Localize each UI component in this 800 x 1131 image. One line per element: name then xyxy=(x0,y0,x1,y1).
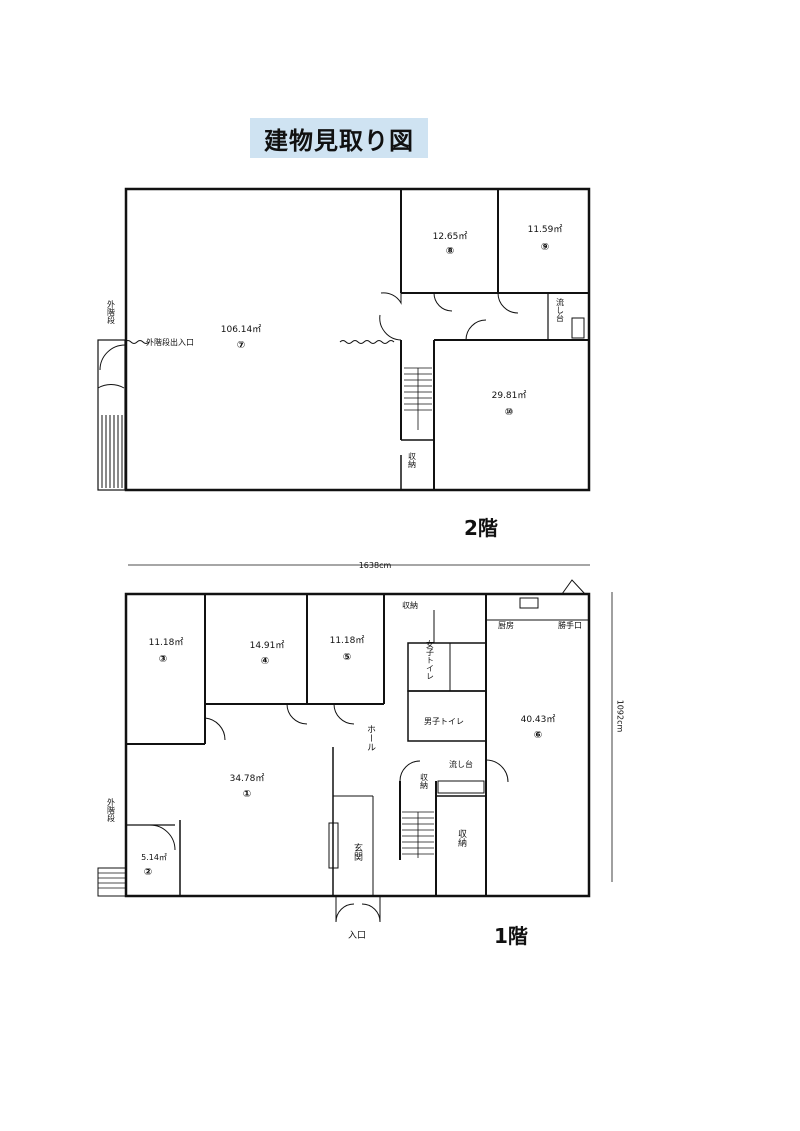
mens-toilet-label: 男子トイレ xyxy=(424,717,464,726)
sink-fixture xyxy=(571,317,585,339)
partition-line xyxy=(124,340,150,344)
shoe-cabinet xyxy=(328,822,339,869)
door-swing xyxy=(379,314,402,341)
floor1-label: 1階 xyxy=(494,924,528,948)
room-area: 34.78㎡ xyxy=(230,773,265,784)
door-swing xyxy=(433,292,453,312)
room-number: ② xyxy=(144,867,152,878)
room-area: 5.14㎡ xyxy=(141,853,167,862)
room-number: ⑧ xyxy=(446,246,454,257)
floor2-plan xyxy=(97,187,591,492)
ext-stairs-entry-label: 外階段出入口 xyxy=(146,337,194,347)
door-swing xyxy=(380,292,402,305)
womens-toilet xyxy=(407,642,487,692)
floor2-outline xyxy=(124,187,591,492)
back-door-swing xyxy=(561,579,586,595)
room-number: ⑩ xyxy=(505,407,513,418)
door-swing xyxy=(485,759,509,783)
floor1-labels: 1638cm 1092cm 34.78㎡ ① 5.14㎡ ② 11.18㎡ ③ … xyxy=(107,561,625,941)
entrance-label: 玄関 xyxy=(352,842,363,862)
entry-label: 入口 xyxy=(348,930,366,941)
ext-stairs-label: 外階段 xyxy=(107,299,116,325)
kitchen-label: 厨房 xyxy=(498,620,514,630)
ext-door-swing xyxy=(99,344,126,371)
ext-stair-treads-1f xyxy=(98,872,126,889)
ext-stairs-label-1f: 外階段 xyxy=(107,797,116,823)
room-area: 11.59㎡ xyxy=(528,224,563,235)
ext-stair-treads xyxy=(101,415,123,488)
hall-label: ホール xyxy=(365,724,376,751)
room-number: ③ xyxy=(159,654,167,665)
room-number: ⑦ xyxy=(237,340,245,351)
kitchen-counter xyxy=(519,597,539,609)
entry-door-swing xyxy=(335,896,381,923)
mens-toilet xyxy=(407,690,487,742)
floor1-stairs xyxy=(402,811,434,858)
door-swing xyxy=(497,292,519,314)
ext-stair-box xyxy=(97,339,126,491)
storage-label: 収納 xyxy=(408,451,417,469)
room-number: ⑥ xyxy=(534,730,542,741)
sink-label-1f: 流し台 xyxy=(449,759,473,769)
room-number: ⑨ xyxy=(541,242,549,253)
width-dimension: 1638cm xyxy=(359,561,392,570)
partition-line xyxy=(339,340,395,344)
room-area: 12.65㎡ xyxy=(433,231,468,242)
floor2-label: 2階 xyxy=(464,516,498,540)
floor2-labels: 106.14㎡ ⑦ 12.65㎡ ⑧ 11.59㎡ ⑨ 29.81㎡ ⑩ 外階段… xyxy=(107,224,565,469)
ext-door-swing xyxy=(97,384,125,389)
room-number: ① xyxy=(243,789,251,800)
door-swing xyxy=(465,319,487,341)
storage-label-top: 収納 xyxy=(402,600,418,610)
womens-toilet-label: 女子トイレ xyxy=(426,639,435,680)
floor1-plan xyxy=(97,564,613,923)
room-number: ⑤ xyxy=(343,652,351,663)
sink-fixture xyxy=(437,780,485,794)
ext-stair-box-1f xyxy=(97,867,127,897)
door-swing xyxy=(204,717,226,741)
height-dimension: 1092cm xyxy=(616,700,625,733)
sink-label: 流し台 xyxy=(556,297,565,323)
door-swing xyxy=(333,703,355,725)
room-area: 40.43㎡ xyxy=(521,714,556,725)
room-area: 106.14㎡ xyxy=(221,324,262,335)
room-area: 11.18㎡ xyxy=(330,635,365,646)
door-swing xyxy=(399,760,421,782)
storage-label-stair: 収納 xyxy=(420,772,429,790)
room-area: 14.91㎡ xyxy=(250,640,285,651)
door-swing xyxy=(286,703,308,725)
door-swing xyxy=(149,824,176,851)
storage-label-bottom: 収納 xyxy=(456,828,467,848)
room-number: ④ xyxy=(261,656,269,667)
room-area: 11.18㎡ xyxy=(149,637,184,648)
back-door-label: 勝手口 xyxy=(558,620,582,630)
plan-title: 建物見取り図 xyxy=(250,118,428,158)
floor2-stairs xyxy=(404,367,432,430)
room-area: 29.81㎡ xyxy=(492,390,527,401)
